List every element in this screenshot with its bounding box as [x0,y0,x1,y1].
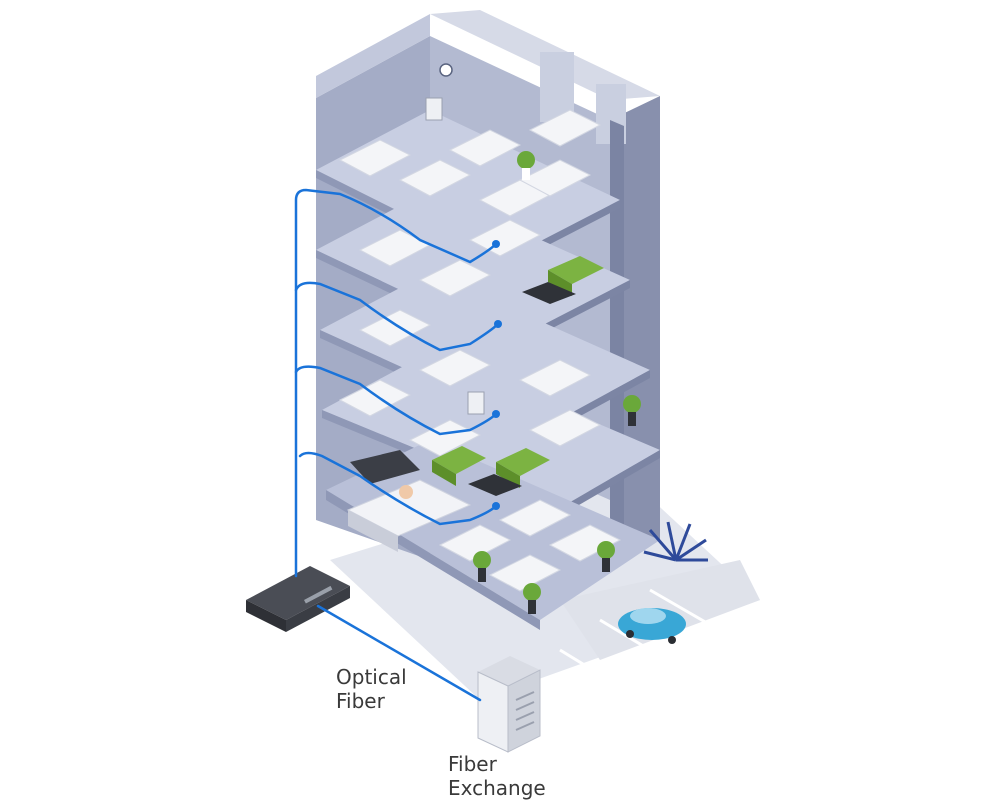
fiber-cables [294,188,500,702]
fiber-exchange-label-line1: Fiber [448,752,497,776]
printer-icon [425,97,485,415]
fiber-to-exchange [316,604,482,702]
receptionist [399,485,413,499]
car-icon [618,608,686,644]
fiber-floor-3 [294,365,498,436]
fiber-floor-4 [294,281,500,352]
fiber-exchange-label-line2: Exchange [448,776,546,800]
sofa-icon [432,256,604,488]
clock-icon [439,63,453,77]
parking-line [559,648,651,707]
fiber-floor-2 [298,451,498,526]
optical-fiber-label-line1: Optical [336,665,407,689]
server-cabinet-icon [477,656,541,753]
fiber-exchange-label: Fiber Exchange [448,752,588,800]
network-switch-icon [246,566,350,632]
parking-line [599,618,701,682]
optical-fiber-label-line2: Fiber [336,689,385,713]
optical-fiber-label: Optical Fiber [336,665,456,713]
coffee-table [468,282,576,496]
plant-icon [473,151,641,614]
office-furniture [338,109,622,592]
fiber-riser [294,188,498,578]
agave-plant-icon [643,521,708,562]
fiber-endpoints [492,240,502,510]
parking-line [649,588,746,647]
